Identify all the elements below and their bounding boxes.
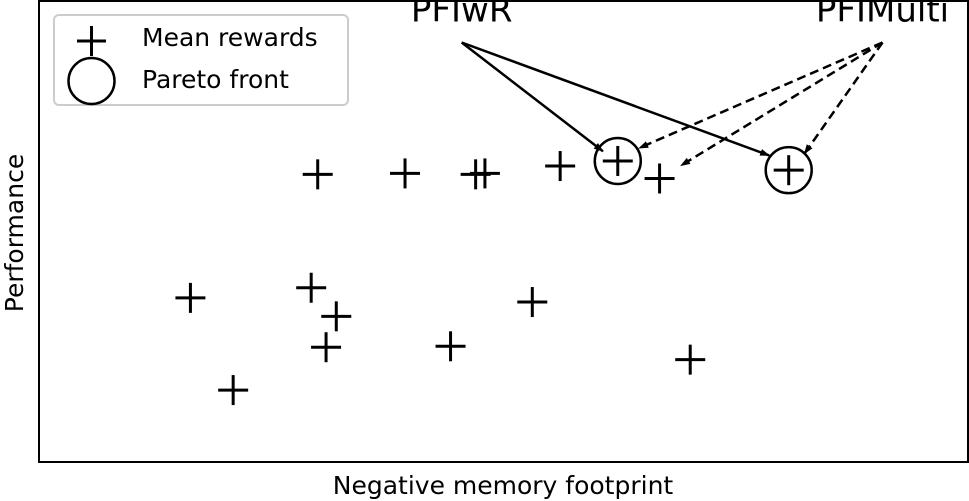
pareto-front-circle [764, 145, 813, 195]
annotation-arrow [680, 41, 884, 167]
data-point-plus [545, 151, 576, 182]
data-point-plus [675, 344, 706, 375]
data-point-plus [517, 287, 548, 318]
data-point-plus [175, 282, 206, 313]
annotation-arrow [460, 41, 604, 153]
annotation-arrow [803, 41, 884, 155]
data-point-plus [390, 158, 421, 189]
legend-box [53, 14, 349, 106]
data-point-plus [321, 301, 352, 332]
legend-label-mean-rewards: Mean rewards [142, 23, 318, 52]
data-point-plus [644, 163, 675, 194]
legend-circle-marker-icon [67, 56, 116, 106]
annotation-arrow [461, 41, 771, 157]
legend-label-pareto-front: Pareto front [142, 65, 289, 94]
legend: Mean rewards Pareto front [53, 14, 349, 106]
data-point-plus [435, 331, 466, 362]
annotation-label: PFIMulti [816, 0, 949, 30]
plot-area-frame [38, 0, 969, 463]
x-axis-label: Negative memory footprint [333, 471, 674, 500]
annotation-label: PFIwR [411, 0, 513, 30]
data-point-plus [296, 272, 327, 303]
data-point-plus [218, 375, 249, 406]
annotation-arrow [638, 41, 884, 150]
data-points [175, 136, 813, 406]
data-point-plus [302, 159, 333, 190]
data-point-plus [469, 158, 500, 189]
data-point-plus [311, 332, 342, 363]
data-point-plus [773, 155, 804, 186]
y-axis-label: Performance [0, 154, 29, 312]
annotations: PFIwR PFIMulti [411, 0, 949, 167]
data-point-plus [602, 145, 633, 176]
pareto-front-circle [593, 136, 643, 186]
legend-plus-marker-icon [77, 26, 106, 56]
